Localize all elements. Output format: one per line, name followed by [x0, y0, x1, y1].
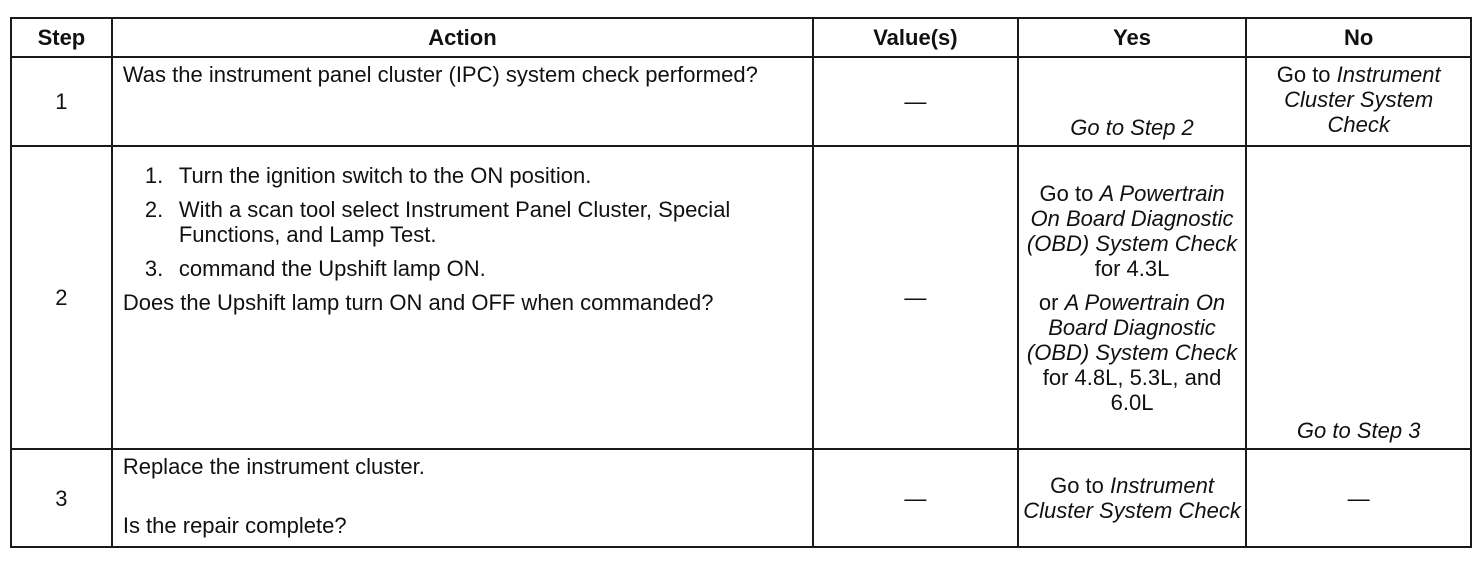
substep-number: 1. [144, 163, 164, 188]
table-row: 1 Was the instrument panel cluster (IPC)… [10, 56, 1472, 147]
substep-text: command the Upshift lamp ON. [178, 256, 486, 281]
action-cell: Replace the instrument cluster. Is the r… [110, 448, 815, 548]
yes-link[interactable]: Instrument Cluster System Check [1023, 473, 1241, 523]
header-row: Step Action Value(s) Yes No [10, 17, 1472, 58]
yes-cell: Go to A Powertrain On Board Diagnostic (… [1016, 145, 1248, 450]
yes-link[interactable]: A Powertrain On Board Diagnostic (OBD) S… [1026, 180, 1238, 256]
yes-block-2: or A Powertrain On Board Diagnostic (OBD… [1023, 290, 1242, 415]
substep-number: 3. [144, 256, 164, 281]
header-step: Step [10, 17, 113, 58]
header-action: Action [110, 17, 815, 58]
yes-prefix: Go to [1050, 473, 1104, 498]
no-cell: — [1245, 448, 1472, 548]
value-cell: — [812, 448, 1019, 548]
yes-link[interactable]: A Powertrain On Board Diagnostic (OBD) S… [1026, 289, 1238, 365]
yes-prefix: or [1038, 289, 1059, 315]
yes-suffix: for 4.8L, 5.3L, and 6.0L [1042, 364, 1222, 415]
no-prefix: Go to [1276, 62, 1331, 87]
yes-prefix: Go to [1039, 180, 1094, 206]
list-item: 2. With a scan tool select Instrument Pa… [145, 197, 802, 247]
list-item: 3. command the Upshift lamp ON. [145, 256, 802, 281]
substep-list: 1. Turn the ignition switch to the ON po… [123, 163, 802, 281]
header-yes: Yes [1016, 17, 1248, 58]
step-number: 1 [10, 56, 113, 147]
table-row: 3 Replace the instrument cluster. Is the… [10, 448, 1472, 548]
no-cell: Go to Instrument Cluster System Check [1245, 56, 1472, 147]
header-no: No [1245, 17, 1472, 58]
yes-cell: Go to Step 2 [1016, 56, 1248, 147]
value-cell: — [812, 145, 1019, 450]
yes-suffix: for 4.3L [1094, 255, 1170, 281]
step-number: 3 [10, 448, 113, 548]
yes-link[interactable]: Go to Step 2 [1070, 115, 1194, 140]
question-text: Is the repair complete? [122, 513, 347, 538]
header-values: Value(s) [812, 17, 1019, 58]
yes-cell: Go to Instrument Cluster System Check [1016, 448, 1248, 548]
no-cell: Go to Step 3 [1245, 145, 1472, 450]
value-cell: — [812, 56, 1019, 147]
diagnostic-table: Step Action Value(s) Yes No 1 Was the in… [10, 17, 1472, 548]
substep-text: Turn the ignition switch to the ON posit… [178, 163, 592, 188]
step-number: 2 [10, 145, 113, 450]
action-text: Was the instrument panel cluster (IPC) s… [110, 56, 815, 147]
yes-block-1: Go to A Powertrain On Board Diagnostic (… [1023, 181, 1242, 281]
table-row: 2 1. Turn the ignition switch to the ON … [10, 145, 1472, 450]
action-cell: 1. Turn the ignition switch to the ON po… [110, 145, 815, 450]
no-link[interactable]: Go to Step 3 [1296, 418, 1421, 443]
no-link[interactable]: Instrument Cluster System Check [1284, 62, 1441, 137]
question-text: Does the Upshift lamp turn ON and OFF wh… [122, 290, 714, 315]
list-item: 1. Turn the ignition switch to the ON po… [145, 163, 802, 188]
substep-number: 2. [144, 197, 164, 222]
substep-text: With a scan tool select Instrument Panel… [178, 197, 731, 247]
action-text: Replace the instrument cluster. [122, 454, 425, 479]
